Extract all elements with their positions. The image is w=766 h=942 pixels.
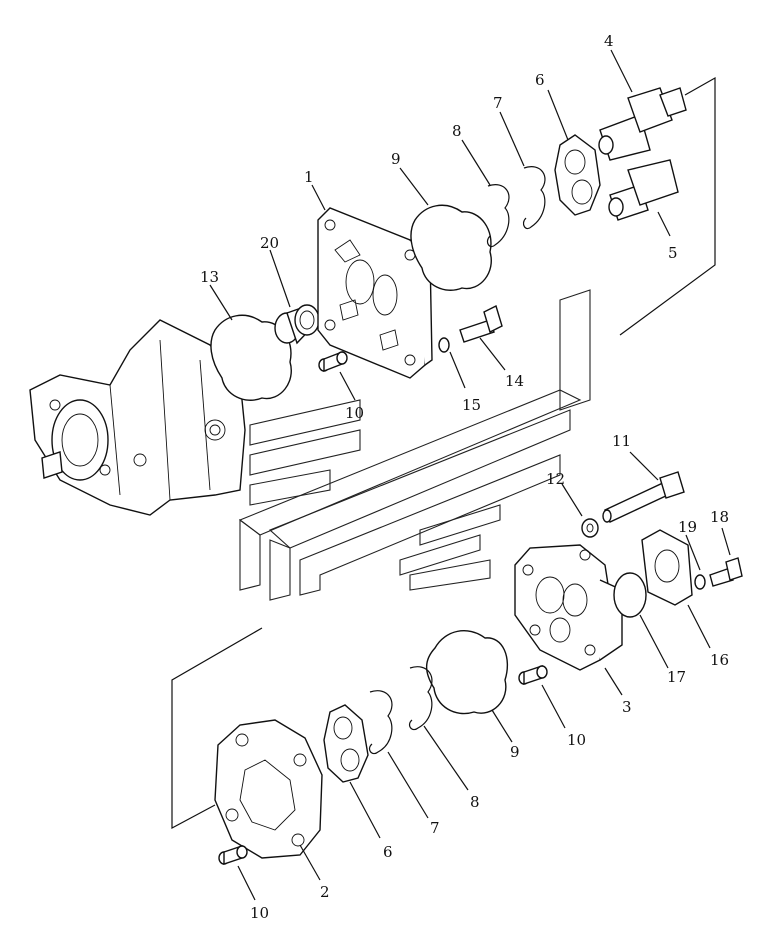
drive-gear-4: [598, 87, 687, 161]
gear-housing-2: [214, 719, 323, 859]
bushing-20: [274, 304, 320, 345]
bolt-11: [602, 471, 685, 523]
callout-3: 3: [622, 698, 632, 716]
clip-7-lower: [368, 690, 393, 755]
callout-2: 2: [320, 883, 330, 901]
callout-17: 17: [667, 668, 686, 686]
callout-6-upper: 6: [535, 71, 545, 89]
washer-12: [581, 518, 599, 538]
callout-14: 14: [505, 372, 524, 390]
washer-19: [694, 574, 706, 590]
callout-7-upper: 7: [493, 94, 503, 112]
callout-11: 11: [612, 432, 631, 450]
dowel-pin-10-middle: [518, 665, 548, 685]
callout-13: 13: [200, 268, 219, 286]
callout-labels: 4 6 7 8 9 1 20 13 5 10 15 14 11 12 18 19…: [200, 32, 729, 922]
clip-7-upper: [522, 166, 546, 230]
callout-16: 16: [710, 651, 729, 669]
clip-8-lower: [408, 666, 433, 731]
callout-10-upper: 10: [345, 404, 364, 422]
callout-9-lower: 9: [510, 743, 520, 761]
bolt-18: [709, 557, 743, 587]
flange-16: [641, 529, 693, 606]
callout-20: 20: [260, 234, 279, 252]
clip-8-upper: [486, 184, 510, 248]
bolt-14: [459, 305, 503, 343]
callout-12: 12: [546, 470, 565, 488]
seal-9-lower: [425, 630, 509, 715]
dowel-pin-10-lower: [218, 845, 248, 865]
washer-12-hole: [586, 523, 594, 533]
wear-plate-6-lower: [323, 704, 369, 783]
o-ring-17: [613, 572, 647, 618]
callout-10-lower: 10: [250, 904, 269, 922]
bracket-lines: [171, 76, 716, 830]
callout-8-lower: 8: [470, 793, 480, 811]
callout-8-upper: 8: [452, 122, 462, 140]
callout-5: 5: [668, 244, 678, 262]
callout-19: 19: [678, 518, 697, 536]
callout-4: 4: [604, 32, 614, 50]
driven-gear-5: [608, 159, 679, 221]
leader-lines: [209, 49, 731, 901]
callout-1: 1: [304, 168, 314, 186]
washer-15: [438, 337, 450, 353]
seal-9-upper: [410, 204, 492, 291]
callout-9-upper: 9: [391, 150, 401, 168]
callout-15: 15: [462, 396, 481, 414]
pump-housing: [29, 319, 246, 516]
rear-cover-3: [514, 544, 623, 671]
wear-plate-6-upper: [554, 134, 601, 216]
o-ring-13: [210, 314, 292, 401]
callout-18: 18: [710, 508, 729, 526]
callout-7-lower: 7: [430, 819, 440, 837]
watermark-logo: [238, 289, 591, 601]
dowel-pin-10-upper: [318, 350, 348, 373]
callout-6-lower: 6: [383, 843, 393, 861]
callout-10-middle: 10: [567, 731, 586, 749]
